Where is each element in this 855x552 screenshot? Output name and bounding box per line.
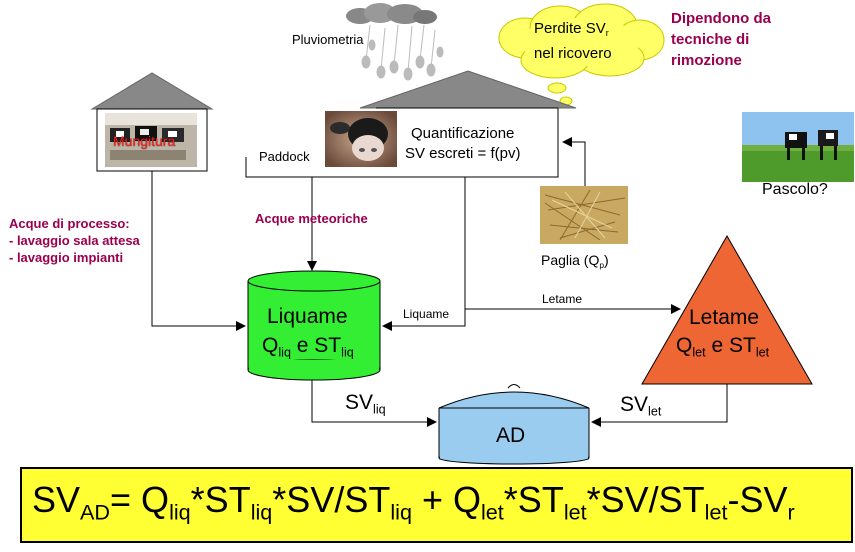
straw-label: Paglia (Qp) — [541, 252, 609, 270]
liquame-values: Qliq e STliq — [262, 334, 354, 360]
arrow-liquame — [382, 177, 466, 331]
cows-icon — [110, 126, 186, 160]
sv-ad-formula: SVAD= Qliq*STliq*SV/STliq + Qlet*STlet*S… — [32, 479, 795, 525]
arrow-process-water — [151, 171, 246, 331]
arrow-straw — [562, 137, 586, 186]
arrow-sv-let — [591, 384, 728, 427]
liquame-tank — [247, 270, 381, 381]
rain-cloud-icon — [346, 3, 437, 24]
barn-formula: SV escreti = f(pv) — [405, 145, 521, 162]
cow-face-icon — [330, 118, 388, 161]
liquame-arrow-label: Liquame — [403, 307, 450, 321]
cloud-line-2: nel ricovero — [534, 45, 612, 62]
letame-arrow-label: Letame — [542, 292, 583, 306]
pasture-photo — [742, 112, 854, 182]
sv-liq-label: SVliq — [345, 391, 386, 417]
mungitura-label: Mungitura — [113, 133, 176, 149]
sv-let-label: SVlet — [620, 393, 662, 419]
rain-label: Pluviometria — [292, 32, 364, 47]
thought-cloud — [498, 3, 665, 106]
liquame-title: Liquame — [267, 305, 348, 328]
letame-values: Qlet e STlet — [676, 334, 770, 360]
pasture-label: Pascolo? — [762, 181, 828, 198]
connectors — [151, 137, 728, 427]
letame-title: Letame — [689, 306, 760, 329]
cloud-line-1: Perdite SVr — [534, 20, 609, 39]
digester — [438, 384, 590, 465]
removal-note: Dipendono da tecniche di rimozione — [671, 10, 771, 69]
barn-house — [245, 70, 577, 178]
rainwater-label: Acque meteoriche — [255, 211, 368, 226]
process-water-note: Acque di processo: - lavaggio sala attes… — [9, 216, 140, 265]
paddock-label: Paddock — [259, 149, 310, 164]
straw-photo — [540, 186, 628, 244]
raindrops-icon — [361, 24, 444, 81]
digester-label: AD — [496, 424, 526, 447]
barn-title: Quantificazione — [411, 125, 515, 142]
arrow-sv-liq — [311, 380, 437, 427]
formula-box: SVAD= Qliq*STliq*SV/STliq + Qlet*STlet*S… — [20, 467, 853, 543]
milking-parlour-house — [90, 72, 214, 172]
cows-icon — [785, 130, 838, 160]
